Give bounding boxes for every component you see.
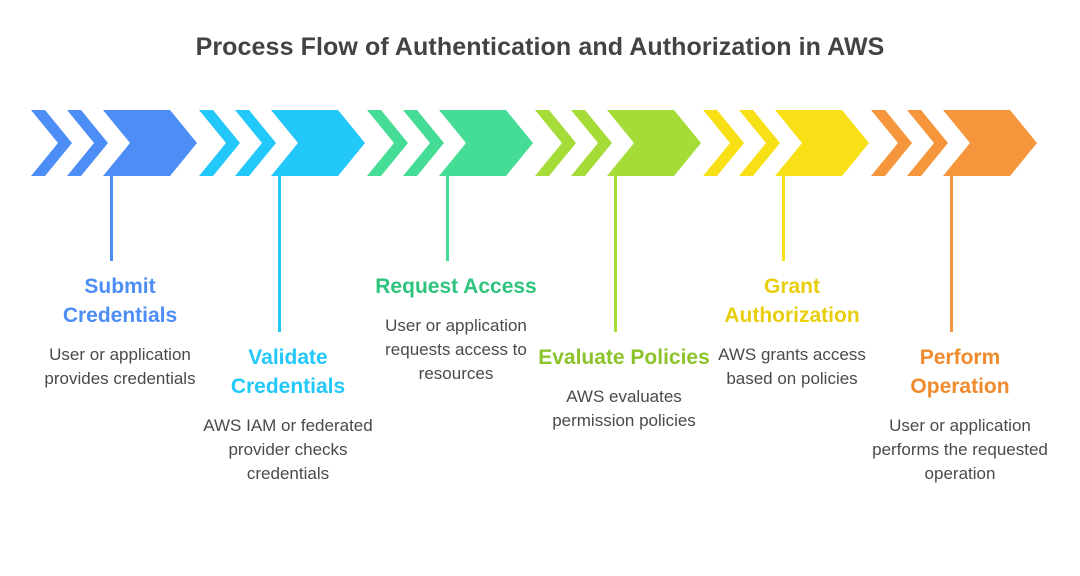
stage-arrow-icon xyxy=(703,110,881,176)
stage-description: User or application requests access to r… xyxy=(385,315,527,384)
stage-connector-line xyxy=(278,176,281,332)
stage-description: AWS grants access based on policies xyxy=(718,344,866,388)
stage-arrow-icon xyxy=(199,110,377,176)
stage-connector-line xyxy=(110,176,113,261)
stage-label: Grant Authorization xyxy=(724,275,860,327)
stage-description: User or application provides credentials xyxy=(44,344,196,388)
stage-label: Request Access xyxy=(375,275,537,298)
stage-description: AWS IAM or federated provider checks cre… xyxy=(203,415,373,483)
stage-connector-line xyxy=(614,176,617,332)
stage-label: Validate Credentials xyxy=(230,346,346,398)
page-title: Process Flow of Authentication and Autho… xyxy=(195,33,885,61)
stage-connector-line xyxy=(950,176,953,332)
stage-arrow-icon xyxy=(367,110,545,176)
stage-description: AWS evaluates permission policies xyxy=(552,386,696,430)
stage-arrow-icon xyxy=(871,110,1049,176)
stage-arrow-icon xyxy=(535,110,713,176)
stage-label: Evaluate Policies xyxy=(538,346,710,369)
stage-arrow-icon xyxy=(31,110,209,176)
stage-connector-line xyxy=(782,176,785,261)
stage-label: Perform Operation xyxy=(910,346,1010,398)
stage-connector-line xyxy=(446,176,449,261)
stage-description: User or application performs the request… xyxy=(872,415,1048,483)
stage-label: Submit Credentials xyxy=(62,275,178,327)
